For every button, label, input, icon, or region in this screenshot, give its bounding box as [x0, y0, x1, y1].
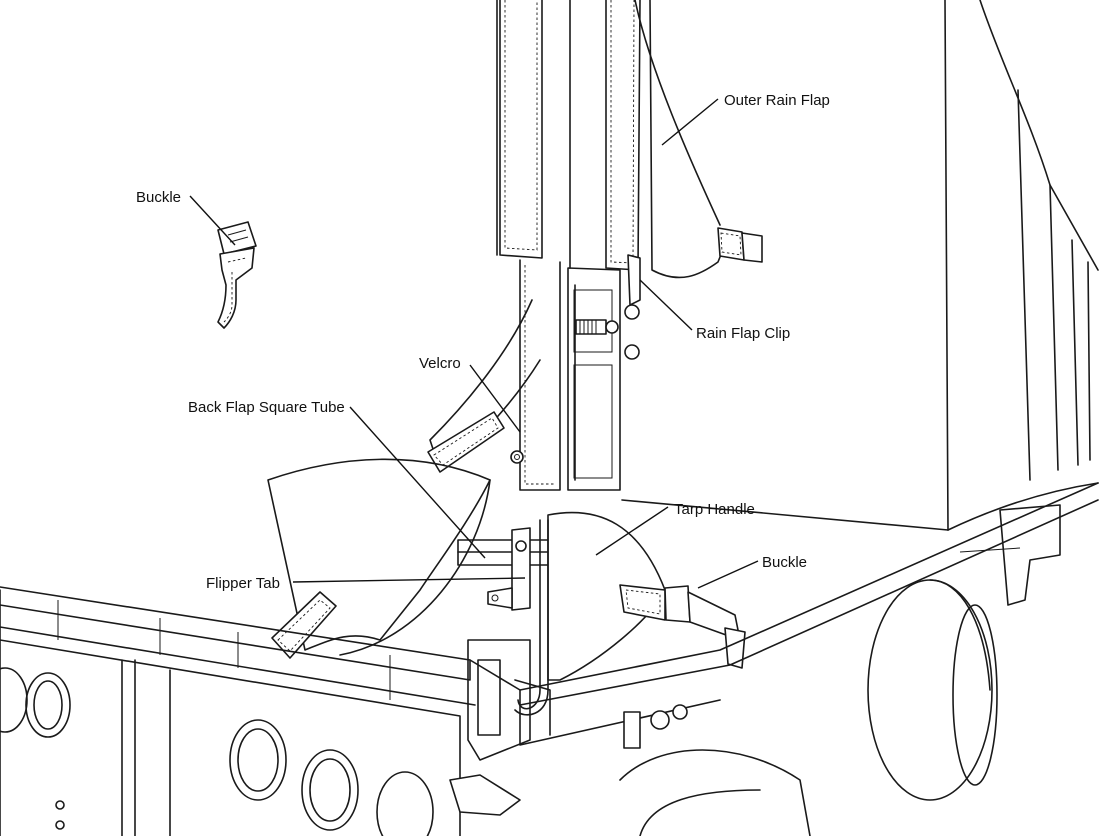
loose-buckle	[217, 221, 257, 329]
leader-buckle-right	[697, 560, 759, 589]
leader-tarp-handle	[595, 506, 669, 556]
label-velcro: Velcro	[419, 355, 461, 372]
leader-lines	[189, 98, 759, 589]
label-outer-rain-flap: Outer Rain Flap	[724, 92, 830, 109]
label-rain-flap-clip: Rain Flap Clip	[696, 325, 790, 342]
trailer-wheels	[619, 504, 1061, 836]
back-flap	[267, 458, 491, 659]
frame-post	[519, 254, 641, 491]
label-tarp-handle: Tarp Handle	[674, 501, 755, 518]
side-strap-buckle	[619, 584, 746, 669]
vertical-strap-left	[499, 0, 543, 259]
leader-back-flap-square-tube	[349, 406, 486, 559]
label-buckle-left: Buckle	[136, 189, 181, 206]
leader-rain-flap-clip	[639, 279, 693, 331]
tail-lights	[0, 667, 434, 836]
tarp-body	[496, 0, 1099, 531]
label-back-flap-square-tube: Back Flap Square Tube	[188, 399, 345, 416]
callout-labels: Outer Rain Flap Buckle Rain Flap Clip Ve…	[136, 92, 830, 592]
leader-flipper-tab	[292, 577, 526, 583]
label-flipper-tab: Flipper Tab	[206, 575, 280, 592]
leader-outer-rain-flap	[661, 98, 719, 146]
label-buckle-right: Buckle	[762, 554, 807, 571]
lower-hook	[449, 704, 688, 816]
outer-rain-flap	[605, 0, 763, 279]
leader-velcro	[469, 364, 521, 433]
flipper-tab	[487, 527, 531, 611]
leader-buckle-left	[189, 195, 236, 246]
velcro-strap	[427, 299, 541, 473]
